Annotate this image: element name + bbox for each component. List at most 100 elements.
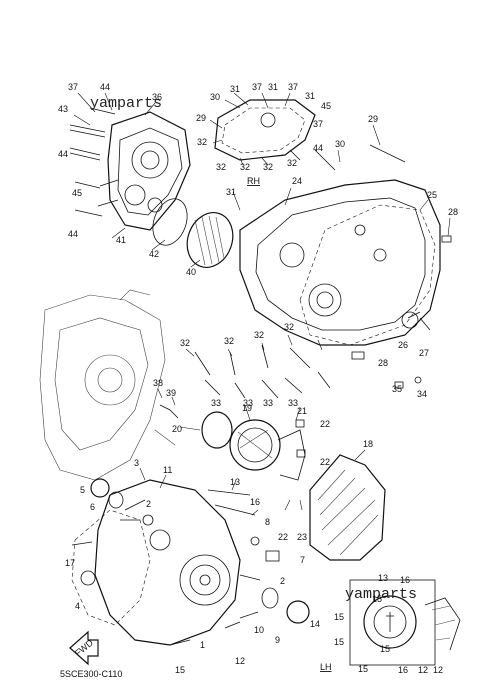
callout-number: 22 xyxy=(278,532,288,542)
callout-number: 37 xyxy=(288,82,298,92)
callout-number: 33 xyxy=(211,398,221,408)
callout-number: 29 xyxy=(368,114,378,124)
callout-number: 16 xyxy=(250,497,260,507)
callout-number: 44 xyxy=(100,82,110,92)
callout-number: 30 xyxy=(210,92,220,102)
crankcase-cover-left xyxy=(71,478,310,646)
oil-filter-cover-assembly xyxy=(69,107,234,268)
callout-number: 15 xyxy=(334,612,344,622)
callout-number: 11 xyxy=(163,465,172,475)
callout-number: 22 xyxy=(320,419,330,429)
callout-number: 4 xyxy=(75,601,80,611)
callout-number: 2 xyxy=(280,576,285,586)
oil-strainer-group xyxy=(159,404,306,481)
callout-number: 26 xyxy=(398,340,408,350)
callout-number: 40 xyxy=(186,267,196,277)
diagram-code: 5SCE300-C110 xyxy=(60,669,122,679)
callout-number: 38 xyxy=(153,378,163,388)
lh-view-label: LH xyxy=(320,662,332,672)
callout-number: 18 xyxy=(363,439,373,449)
callout-number: 16 xyxy=(400,575,410,585)
callout-number: 32 xyxy=(180,338,190,348)
callout-number: 12 xyxy=(433,665,443,675)
callout-number: 44 xyxy=(68,229,78,239)
callout-number: 8 xyxy=(265,517,270,527)
callout-number: 10 xyxy=(254,625,264,635)
callout-number: 1 xyxy=(200,640,205,650)
callout-number: 15 xyxy=(334,637,344,647)
lh-detail-view xyxy=(349,579,461,666)
callout-number: 24 xyxy=(292,176,302,186)
callout-number: 45 xyxy=(321,101,331,111)
callout-number: 15 xyxy=(380,644,390,654)
callout-number: 37 xyxy=(252,82,262,92)
leader-lines xyxy=(73,92,451,516)
callout-number: 13 xyxy=(378,573,388,583)
callout-number: 33 xyxy=(243,398,253,408)
callout-number: 44 xyxy=(58,149,68,159)
callout-number: 31 xyxy=(226,187,236,197)
callout-number: 41 xyxy=(116,235,126,245)
callout-number: 3 xyxy=(134,458,139,468)
callout-number: 31 xyxy=(305,91,315,101)
callout-number: 37 xyxy=(313,119,323,129)
callout-number: 15 xyxy=(358,664,368,674)
callout-number: 43 xyxy=(58,104,68,114)
callout-number: 7 xyxy=(300,555,305,565)
callout-number: 31 xyxy=(230,84,240,94)
callout-number: 42 xyxy=(149,249,159,259)
callout-number: 32 xyxy=(197,137,207,147)
callout-number: 32 xyxy=(224,336,234,346)
callout-number: 15 xyxy=(175,665,185,675)
rh-view-label: RH xyxy=(247,176,260,186)
callout-number: 12 xyxy=(235,656,245,666)
callout-number: 28 xyxy=(448,207,458,217)
forward-direction-arrow xyxy=(69,630,99,666)
callout-number: 33 xyxy=(288,398,298,408)
callout-number: 32 xyxy=(263,162,273,172)
callout-number: 20 xyxy=(172,424,182,434)
callout-number: 30 xyxy=(335,139,345,149)
callout-number: 37 xyxy=(68,82,78,92)
callout-number: 23 xyxy=(297,532,307,542)
watermark-top: yamparts xyxy=(90,95,162,112)
callout-number: 27 xyxy=(419,348,429,358)
crankcase-cover-right xyxy=(239,179,452,346)
callout-number: 29 xyxy=(196,113,206,123)
callout-number: 35 xyxy=(392,384,402,394)
callout-number: 32 xyxy=(287,158,297,168)
callout-number: 14 xyxy=(310,619,320,629)
callout-number: 19 xyxy=(242,403,252,413)
engine-block-outline xyxy=(39,289,176,481)
callout-number: 28 xyxy=(378,358,388,368)
bolt-row-middle xyxy=(194,311,431,399)
callout-number: 32 xyxy=(216,162,226,172)
callout-number: 45 xyxy=(72,188,82,198)
callout-number: 36 xyxy=(152,92,162,102)
callout-number: 6 xyxy=(90,502,95,512)
callout-number: 15 xyxy=(372,594,382,604)
callout-number: 12 xyxy=(418,665,428,675)
callout-number: 34 xyxy=(417,389,427,399)
callout-number: 16 xyxy=(398,665,408,675)
callout-number: 32 xyxy=(284,322,294,332)
callout-number: 13 xyxy=(230,477,240,487)
callout-number: 33 xyxy=(263,398,273,408)
callout-number: 32 xyxy=(240,162,250,172)
flywheel-cover xyxy=(309,454,386,561)
callout-number: 21 xyxy=(297,406,307,416)
callout-number: 32 xyxy=(254,330,264,340)
callout-number: 44 xyxy=(313,143,323,153)
callout-number: 31 xyxy=(268,82,278,92)
watermark-bottom: yamparts xyxy=(345,586,417,603)
callout-number: 39 xyxy=(166,388,176,398)
callout-number: 2 xyxy=(146,499,151,509)
callout-number: 5 xyxy=(80,485,85,495)
callout-number: 9 xyxy=(275,635,280,645)
callout-number: 17 xyxy=(65,558,75,568)
callout-number: 25 xyxy=(427,190,437,200)
rh-side-cover xyxy=(214,99,406,171)
callout-number: 22 xyxy=(320,457,330,467)
